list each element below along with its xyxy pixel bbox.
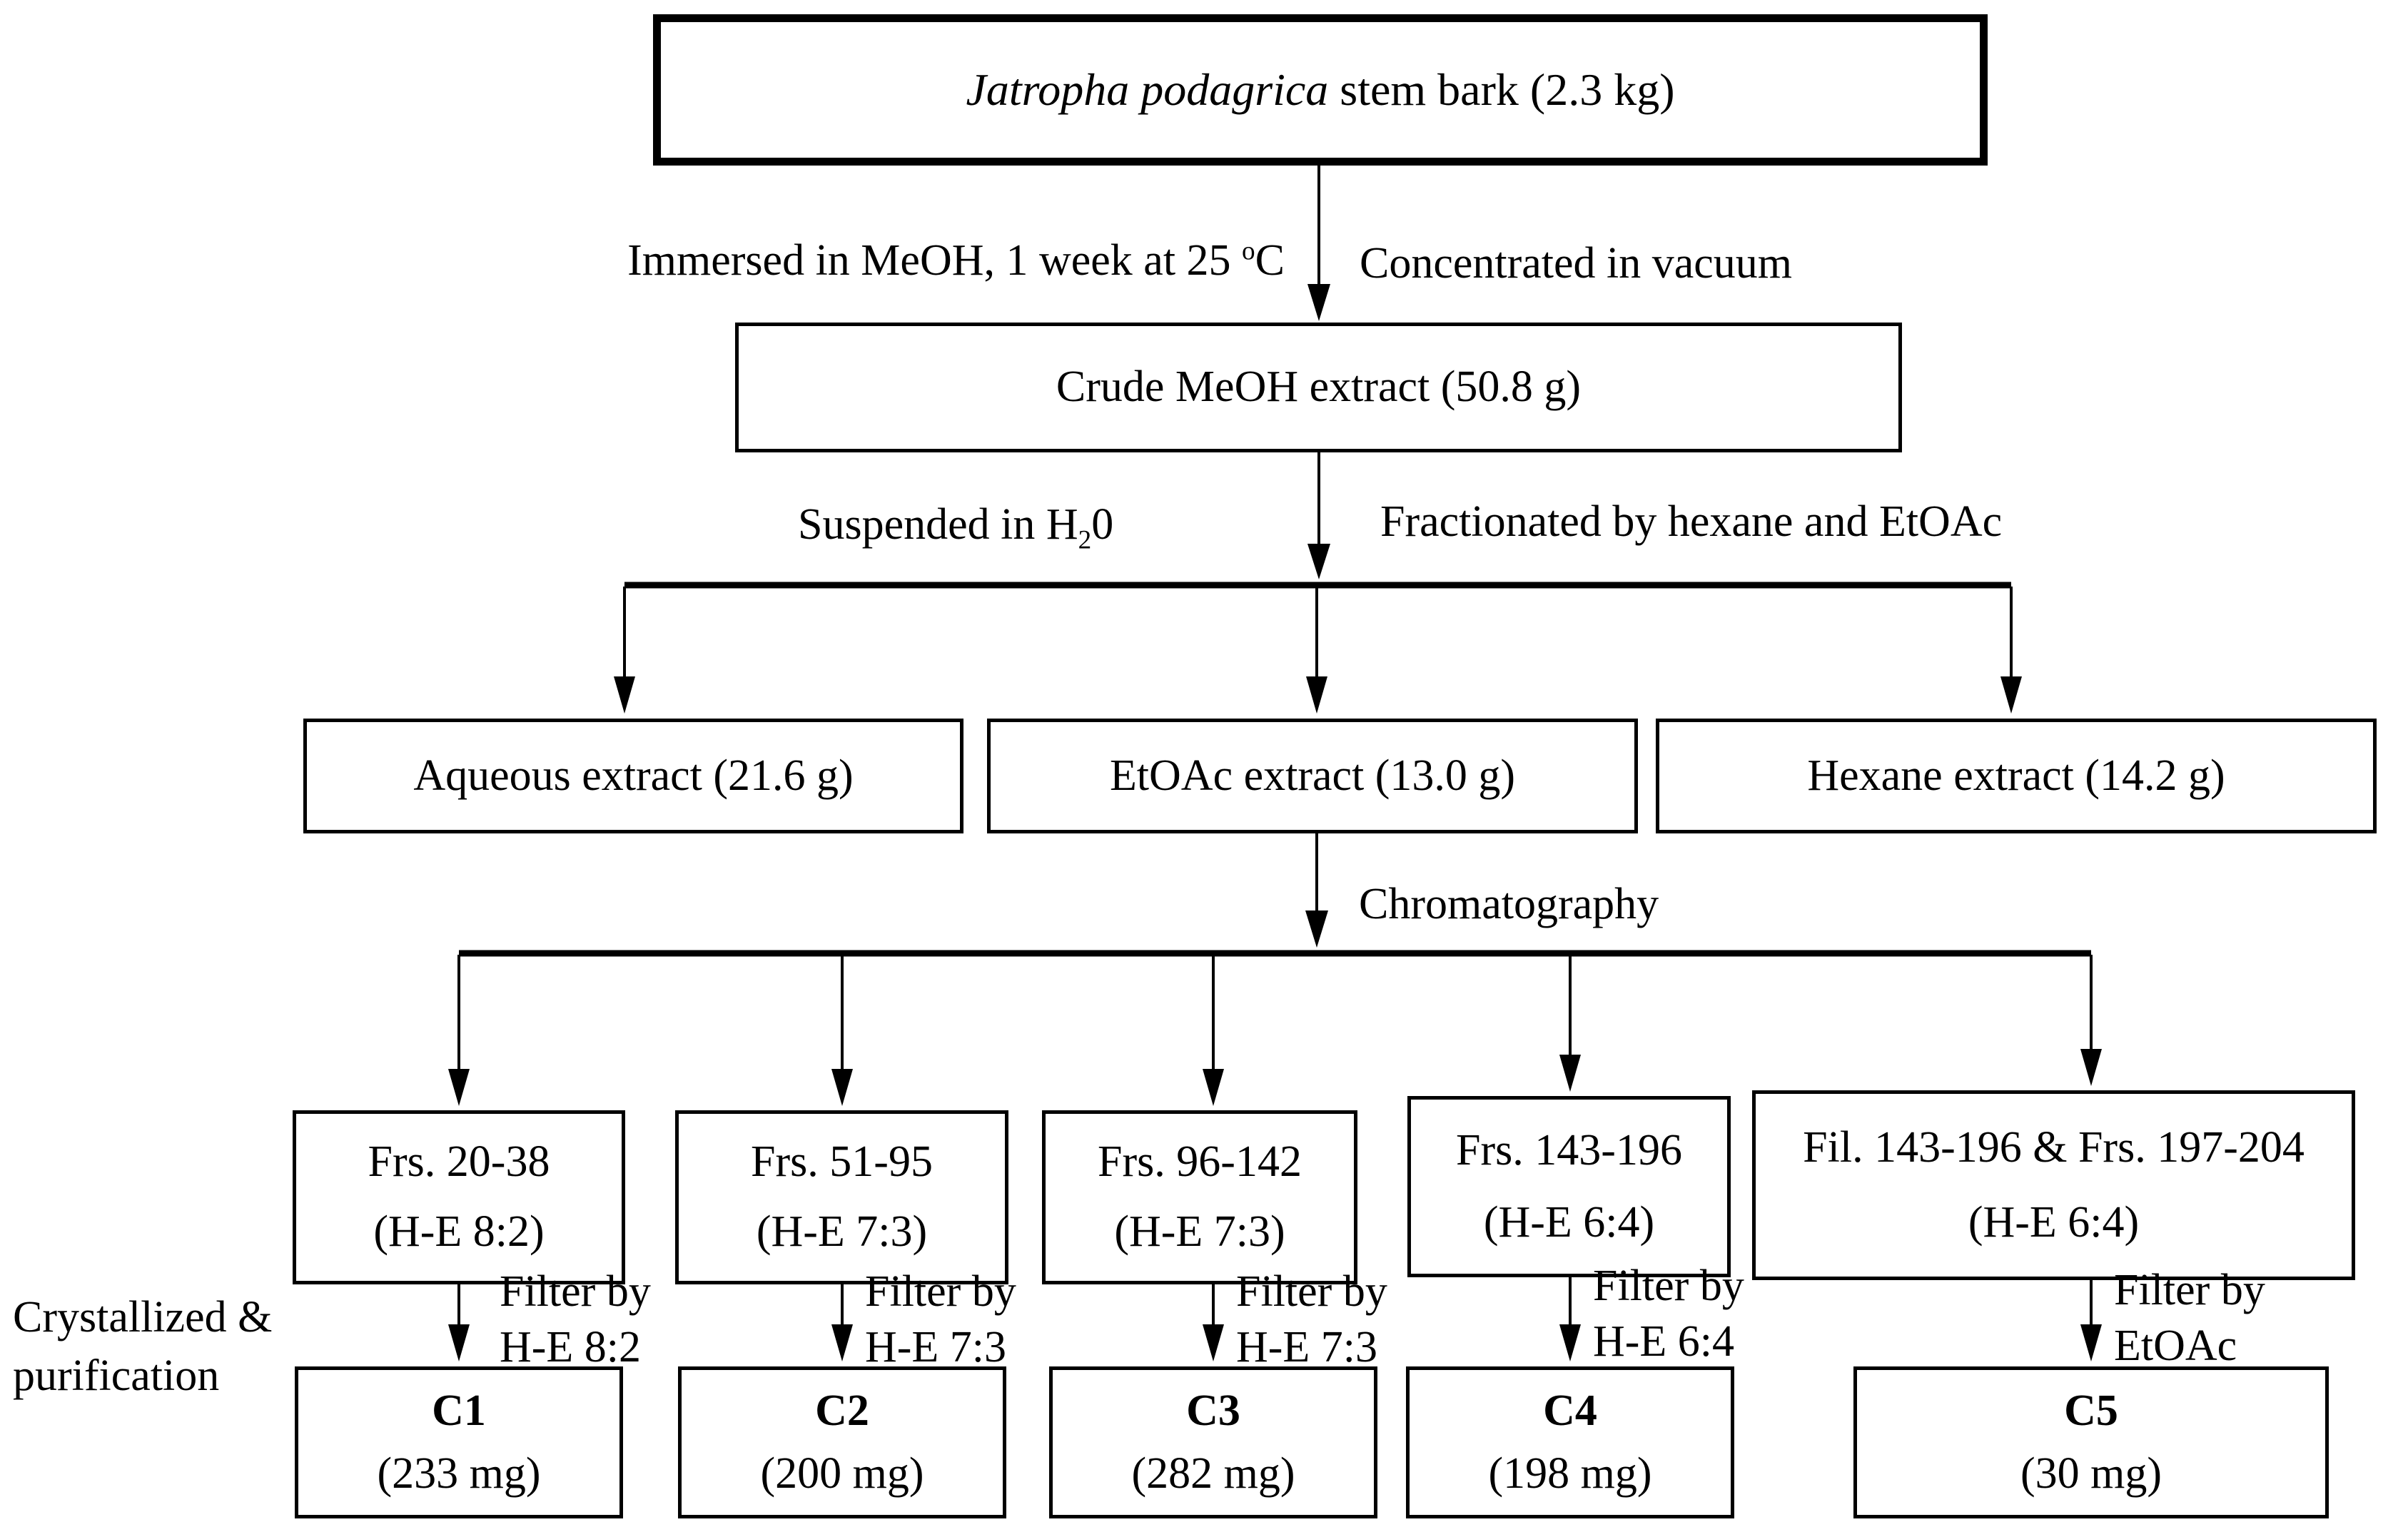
- filter-line2: EtOAc: [2114, 1321, 2237, 1370]
- fraction-solvent: (H-E 6:4): [1483, 1197, 1655, 1247]
- side-label-line1: Crystallized &: [13, 1293, 273, 1341]
- arrowhead-icon: [1307, 284, 1330, 321]
- filter-line2: H-E 8:2: [500, 1322, 642, 1371]
- label-suspended: Suspended in H20: [798, 497, 1113, 557]
- filter-line1: Filter by: [500, 1267, 651, 1316]
- box-crude-extract: Crude MeOH extract (50.8 g): [735, 323, 1902, 452]
- compound-amount: (30 mg): [2020, 1449, 2162, 1498]
- compound-amount: (282 mg): [1131, 1449, 1295, 1498]
- arrowhead-icon: [1305, 910, 1328, 948]
- compound-name: C5: [2064, 1386, 2118, 1436]
- arrows-filtration: [448, 1277, 2102, 1361]
- fraction-solvent: (H-E 7:3): [756, 1207, 928, 1257]
- box-compound-c2: C2 (200 mg): [678, 1366, 1006, 1518]
- arrowhead-icon: [614, 676, 635, 714]
- arrowhead-icon: [1559, 1055, 1581, 1092]
- compound-name: C3: [1186, 1386, 1240, 1436]
- stem-bark-label: Jatropha podagrica stem bark (2.3 kg): [966, 64, 1674, 116]
- arrowhead-icon: [1559, 1324, 1581, 1361]
- filter-line2: H-E 7:3: [865, 1322, 1007, 1371]
- arrowhead-icon: [448, 1069, 470, 1106]
- label-immersed-sup: o: [1242, 236, 1255, 266]
- box-fraction-1: Frs. 20-38 (H-E 8:2): [293, 1110, 625, 1284]
- box-compound-c4: C4 (198 mg): [1406, 1366, 1734, 1518]
- arrowhead-icon: [831, 1069, 853, 1106]
- fraction-solvent: (H-E 6:4): [1968, 1197, 2140, 1247]
- fraction-range: Fil. 143-196 & Frs. 197-204: [1803, 1122, 2305, 1172]
- filter-line1: Filter by: [1593, 1262, 1744, 1310]
- label-fractionated: Fractionated by hexane and EtOAc: [1380, 497, 2003, 546]
- species-name: Jatropha podagrica: [966, 64, 1329, 116]
- label-filter-4: Filter by H-E 6:4: [1593, 1259, 1744, 1369]
- fraction-solvent: (H-E 8:2): [373, 1207, 545, 1257]
- filter-line1: Filter by: [2114, 1266, 2265, 1314]
- arrowhead-icon: [831, 1324, 853, 1361]
- arrowhead-icon: [2080, 1324, 2102, 1361]
- box-stem-bark: Jatropha podagrica stem bark (2.3 kg): [653, 14, 1988, 166]
- compound-amount: (200 mg): [760, 1449, 924, 1498]
- arrowhead-icon: [1203, 1324, 1224, 1361]
- compound-name: C1: [432, 1386, 486, 1436]
- label-filter-2: Filter by H-E 7:3: [865, 1264, 1016, 1375]
- filter-line1: Filter by: [1236, 1267, 1387, 1316]
- compound-name: C4: [1543, 1386, 1597, 1436]
- side-label-line2: purification: [13, 1351, 220, 1400]
- arrowhead-icon: [1203, 1069, 1224, 1106]
- label-filter-5: Filter by EtOAc: [2114, 1263, 2265, 1374]
- filter-line1: Filter by: [865, 1267, 1016, 1316]
- box-compound-c5: C5 (30 mg): [1853, 1366, 2329, 1518]
- box-fraction-3: Frs. 96-142 (H-E 7:3): [1042, 1110, 1357, 1284]
- branch-extracts: [614, 582, 2022, 714]
- fraction-range: Frs. 143-196: [1456, 1125, 1682, 1175]
- compound-amount: (233 mg): [377, 1449, 541, 1498]
- box-compound-c1: C1 (233 mg): [295, 1366, 623, 1518]
- label-immersed-post: C: [1255, 236, 1285, 285]
- filter-line2: H-E 6:4: [1593, 1317, 1735, 1366]
- label-filter-1: Filter by H-E 8:2: [500, 1264, 651, 1375]
- compound-amount: (198 mg): [1488, 1449, 1652, 1498]
- filter-line2: H-E 7:3: [1236, 1322, 1378, 1371]
- arrowhead-icon: [1306, 676, 1327, 714]
- box-fraction-2: Frs. 51-95 (H-E 7:3): [675, 1110, 1008, 1284]
- label-filter-3: Filter by H-E 7:3: [1236, 1264, 1387, 1375]
- box-aqueous-extract: Aqueous extract (21.6 g): [303, 719, 963, 833]
- box-hexane-extract: Hexane extract (14.2 g): [1656, 719, 2377, 833]
- arrow-chromatography: [1305, 833, 1328, 948]
- arrow-source-to-crude: [1307, 164, 1330, 321]
- fraction-solvent: (H-E 7:3): [1114, 1207, 1285, 1257]
- fraction-range: Frs. 20-38: [368, 1137, 550, 1187]
- label-crystallized-purification: Crystallized & purification: [13, 1289, 272, 1406]
- label-suspended-post: 0: [1091, 500, 1114, 549]
- box-fraction-5: Fil. 143-196 & Frs. 197-204 (H-E 6:4): [1752, 1090, 2355, 1280]
- compound-name: C2: [815, 1386, 869, 1436]
- label-suspended-sub: 2: [1078, 525, 1092, 555]
- arrowhead-icon: [1307, 544, 1330, 579]
- label-suspended-pre: Suspended in H: [798, 500, 1078, 549]
- box-etoac-extract: EtOAc extract (13.0 g): [987, 719, 1638, 833]
- label-chromatography: Chromatography: [1359, 880, 1659, 928]
- label-concentrated: Concentrated in vacuum: [1360, 239, 1793, 288]
- label-immersed: Immersed in MeOH, 1 week at 25 oC: [500, 233, 1285, 289]
- box-compound-c3: C3 (282 mg): [1049, 1366, 1377, 1518]
- arrowhead-icon: [2000, 676, 2022, 714]
- label-immersed-pre: Immersed in MeOH, 1 week at 25: [627, 236, 1243, 285]
- stem-bark-rest: stem bark (2.3 kg): [1328, 64, 1675, 116]
- arrowhead-icon: [448, 1324, 470, 1361]
- branch-fractions: [448, 950, 2102, 1106]
- arrowhead-icon: [2080, 1049, 2102, 1086]
- arrow-crude-to-branch: [1307, 452, 1330, 579]
- box-fraction-4: Frs. 143-196 (H-E 6:4): [1407, 1096, 1731, 1277]
- fraction-range: Frs. 96-142: [1098, 1137, 1302, 1187]
- fraction-range: Frs. 51-95: [751, 1137, 933, 1187]
